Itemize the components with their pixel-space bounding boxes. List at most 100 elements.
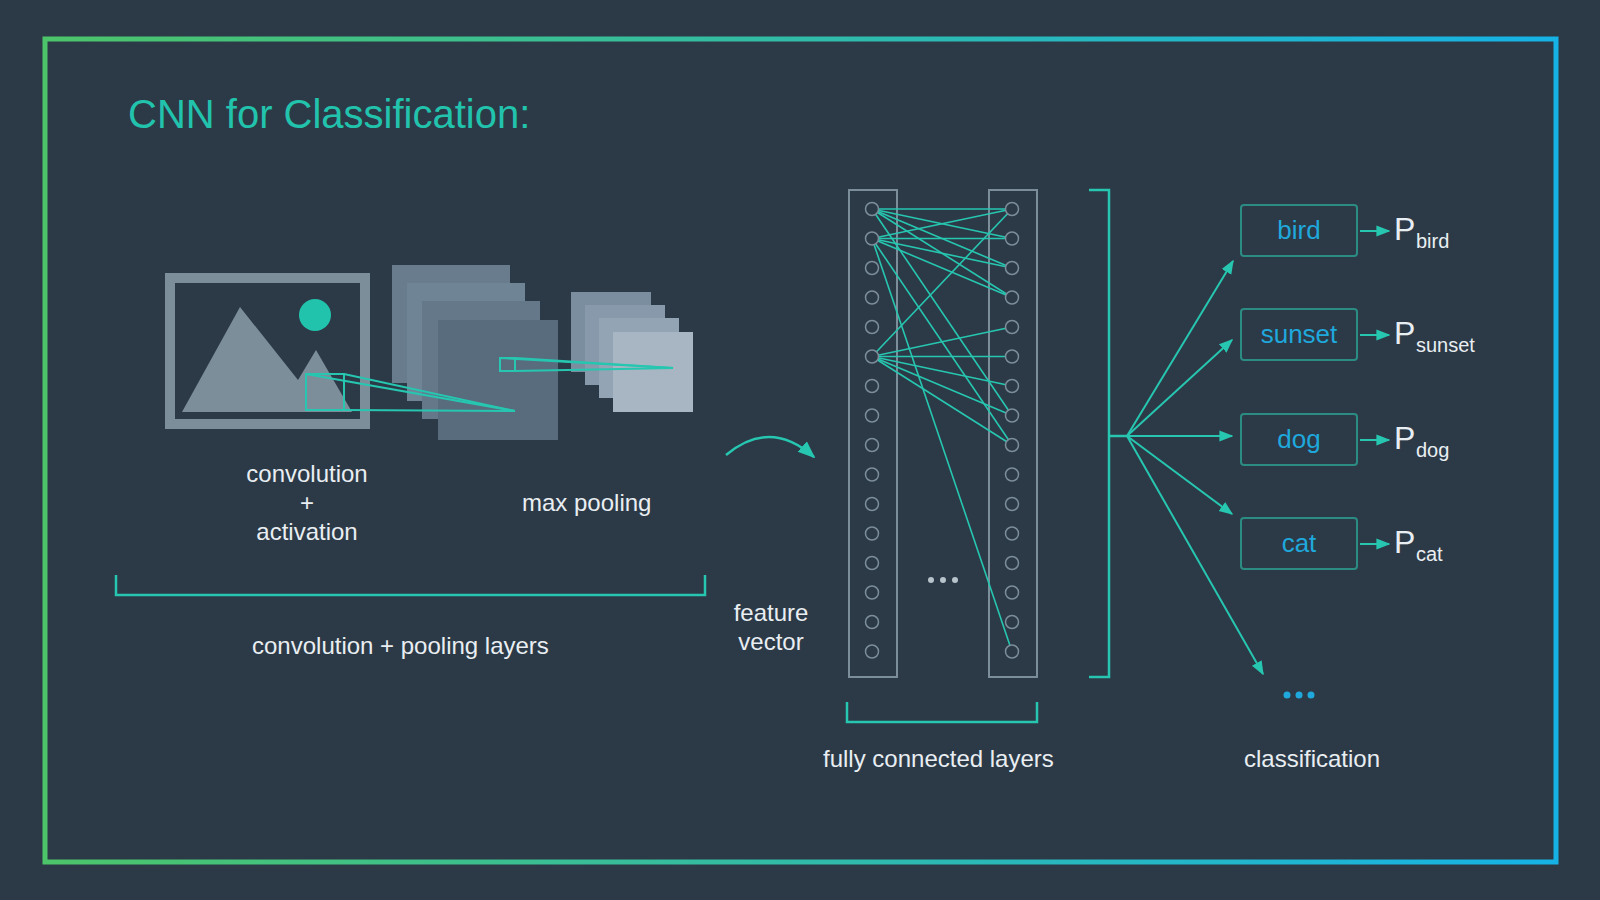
neuron <box>866 262 879 275</box>
diagram-title: CNN for Classification: <box>128 90 530 138</box>
neuron <box>1006 291 1019 304</box>
neuron <box>866 645 879 658</box>
output-arrows-part <box>1360 230 1389 232</box>
neuron <box>866 527 879 540</box>
fc-column <box>849 190 897 677</box>
section-bracket-part <box>847 702 1037 722</box>
frame-border-part <box>45 39 1556 862</box>
fc-link <box>872 356 1012 358</box>
class-label: sunset <box>1261 319 1338 350</box>
fc-link <box>872 209 1012 298</box>
fc-link <box>872 357 1012 416</box>
neuron <box>866 203 879 216</box>
fc-link <box>872 239 1012 652</box>
neuron <box>1006 439 1019 452</box>
neuron <box>866 291 879 304</box>
output-arrows <box>1360 231 1389 544</box>
neuron <box>866 586 879 599</box>
pooled-maps-part <box>613 332 693 412</box>
probability-subscript: sunset <box>1416 334 1475 356</box>
section-bracket <box>116 190 1127 722</box>
neuron <box>1006 203 1019 216</box>
flow-arrow <box>726 437 814 457</box>
fc-link <box>872 357 1012 446</box>
output-arrows-part <box>1360 439 1389 441</box>
feature-caption: feature vector <box>706 598 836 656</box>
neuron <box>1006 527 1019 540</box>
neuron <box>1006 350 1019 363</box>
neuron <box>1006 557 1019 570</box>
neuron <box>866 380 879 393</box>
fc-layers <box>849 190 1037 677</box>
ellipsis-dots-part <box>928 577 934 583</box>
section-bracket-part <box>116 575 705 595</box>
neuron <box>1006 498 1019 511</box>
section-bracket-part <box>1089 190 1109 677</box>
neuron <box>866 498 879 511</box>
fc-link <box>872 239 1012 269</box>
neuron <box>866 321 879 334</box>
neuron <box>866 557 879 570</box>
ellipsis-dots-part <box>952 577 958 583</box>
receptive-field-lines-part <box>500 358 515 371</box>
neuron <box>866 439 879 452</box>
receptive-field-lines-part <box>344 374 515 411</box>
probability-symbol: P <box>1394 420 1415 456</box>
receptive-field-lines-part <box>500 358 673 368</box>
neuron <box>1006 586 1019 599</box>
input-image-part <box>165 273 370 429</box>
receptive-field-lines-part <box>515 358 673 368</box>
neuron <box>1006 468 1019 481</box>
probability-symbol: P <box>1394 211 1415 247</box>
ellipsis-dots <box>928 577 1315 699</box>
class-box: bird <box>1240 204 1358 257</box>
class-box: cat <box>1240 517 1358 570</box>
neuron <box>1006 262 1019 275</box>
fc-link <box>872 209 1012 357</box>
fc-link <box>872 209 1012 268</box>
flow-arrow-part <box>726 437 814 457</box>
probability-subscript: dog <box>1416 439 1449 461</box>
fan-lines-part <box>1127 340 1232 436</box>
layer-caption: max pooling <box>522 488 651 517</box>
layer-caption: convolution + activation <box>222 459 392 546</box>
receptive-field-lines-part <box>515 368 673 371</box>
fan-lines-part <box>1127 435 1232 437</box>
section-caption: classification <box>1244 744 1380 773</box>
neuron <box>1006 645 1019 658</box>
probability-subscript: bird <box>1416 230 1449 252</box>
neuron <box>866 232 879 245</box>
probability-subscript: cat <box>1416 543 1443 565</box>
neuron <box>866 350 879 363</box>
input-image-part <box>299 299 331 331</box>
neuron <box>1006 616 1019 629</box>
probability-symbol: P <box>1394 315 1415 351</box>
class-box: sunset <box>1240 308 1358 361</box>
input-image <box>165 273 370 429</box>
fc-link <box>872 209 1012 239</box>
neuron <box>1006 321 1019 334</box>
receptive-field-lines-part <box>306 374 515 411</box>
section-caption: convolution + pooling layers <box>252 631 549 660</box>
class-label: dog <box>1277 424 1320 455</box>
fan-lines-part <box>1127 436 1232 514</box>
fan-lines-part <box>1127 261 1233 436</box>
neuron <box>1006 380 1019 393</box>
section-bracket-part <box>1109 435 1127 438</box>
pooled-maps <box>571 292 693 412</box>
receptive-field-lines <box>306 358 673 411</box>
fc-link <box>872 238 1012 240</box>
fc-link <box>872 209 1012 239</box>
class-box: dog <box>1240 413 1358 466</box>
input-image-part <box>175 283 360 419</box>
class-label: bird <box>1277 215 1320 246</box>
fc-link <box>872 357 1012 387</box>
fc-link <box>872 239 1012 298</box>
ellipsis-dots-part <box>1308 692 1315 699</box>
neuron <box>1006 409 1019 422</box>
feature-maps <box>392 265 558 440</box>
fc-link <box>872 239 1012 446</box>
output-arrows-part <box>1360 334 1389 336</box>
neuron <box>866 468 879 481</box>
